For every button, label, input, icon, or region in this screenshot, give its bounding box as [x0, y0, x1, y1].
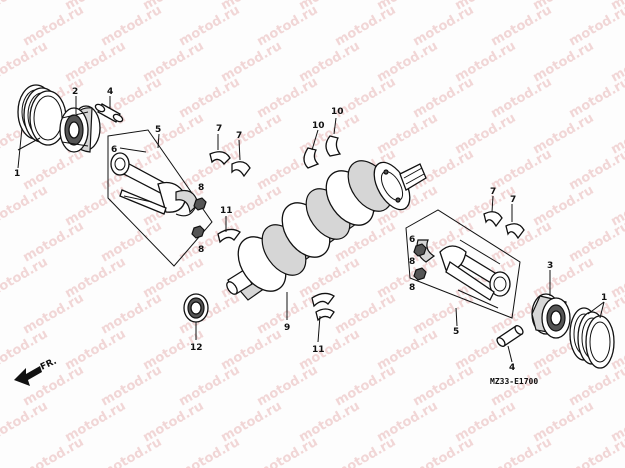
callout-main-bearing-10a: 10 — [312, 121, 325, 131]
piston-rings-left[interactable] — [17, 84, 67, 146]
watermark-text: motod.ru — [255, 363, 321, 410]
callout-nut-right-a: 8 — [409, 257, 415, 267]
watermark-text: motod.ru — [21, 147, 87, 194]
watermark-text: motod.ru — [411, 75, 477, 122]
watermark-text: motod.ru — [333, 435, 399, 468]
watermark-text: motod.ru — [99, 219, 165, 266]
bearing-7a[interactable] — [209, 151, 231, 165]
watermark-text: motod.ru — [177, 363, 243, 410]
nut-left-a[interactable] — [193, 197, 207, 211]
callout-bearing-7c: 7 — [490, 187, 496, 197]
callout-bearing-11-bottom: 11 — [312, 345, 325, 355]
watermark-text: motod.ru — [21, 291, 87, 338]
nut-right-a[interactable] — [413, 243, 427, 257]
nut-left-b[interactable] — [191, 225, 205, 239]
watermark-text: motod.ru — [177, 219, 243, 266]
watermark-text: motod.ru — [411, 435, 477, 468]
conrod-group-left[interactable] — [107, 129, 213, 267]
watermark-text: motod.ru — [255, 3, 321, 50]
callout-bearing-7d: 7 — [510, 195, 516, 205]
watermark-text: motod.ru — [177, 3, 243, 50]
watermark-text: motod.ru — [489, 435, 555, 468]
conrod-group-right[interactable] — [405, 209, 521, 319]
oil-seal[interactable] — [183, 293, 209, 323]
bearing-7b[interactable] — [231, 161, 251, 178]
leader-lines — [17, 96, 605, 363]
bearing-7c[interactable] — [483, 211, 503, 228]
direction-label: FR. — [39, 357, 58, 373]
callout-conrod-group-right: 5 — [453, 327, 459, 337]
bearing-7d[interactable] — [505, 223, 525, 240]
watermark-text: motod.ru — [21, 219, 87, 266]
piston-right[interactable] — [531, 293, 571, 339]
watermark-text: motod.ru — [489, 3, 555, 50]
callout-piston-right: 3 — [547, 261, 553, 271]
watermark-text: motod.ru — [21, 363, 87, 410]
bearing-11-bottom[interactable] — [311, 292, 335, 322]
watermark-text: motod.ru — [567, 3, 625, 50]
watermark-text: motod.ru — [177, 75, 243, 122]
callout-piston-rings-left: 1 — [14, 169, 20, 179]
crankshaft[interactable] — [225, 153, 427, 301]
watermark-text: motod.ru — [333, 3, 399, 50]
callout-main-bearing-10b: 10 — [331, 107, 344, 117]
watermark-text: motod.ru — [21, 3, 87, 50]
watermark-text: motod.ru — [0, 0, 50, 13]
watermark-text: motod.ru — [411, 3, 477, 50]
watermark-text: motod.ru — [99, 3, 165, 50]
main-bearing-10b[interactable] — [325, 135, 342, 157]
callout-oil-seal: 12 — [190, 343, 203, 353]
arrow-left-down-icon — [14, 366, 42, 386]
watermark-text: motod.ru — [255, 75, 321, 122]
main-bearing-10a[interactable] — [303, 147, 320, 169]
piston-pin-right[interactable] — [495, 324, 524, 348]
callout-bearing-7a: 7 — [216, 124, 222, 134]
diagram-code: MZ33-E1700 — [490, 377, 538, 386]
callout-nut-right-b: 8 — [409, 283, 415, 293]
watermark-text: motod.ru — [489, 147, 555, 194]
watermark-text: motod.ru — [411, 291, 477, 338]
piston-rings-right[interactable] — [569, 307, 615, 369]
watermark-text: motod.ru — [99, 291, 165, 338]
callout-bearing-11-left: 11 — [220, 206, 233, 216]
callout-nut-left-a: 8 — [198, 183, 204, 193]
watermark-text: motod.ru — [99, 363, 165, 410]
callout-piston-pin-right: 4 — [509, 363, 515, 373]
watermark-text: motod.ru — [99, 435, 165, 468]
watermark-text: motod.ru — [567, 219, 625, 266]
watermark-text: motod.ru — [333, 291, 399, 338]
watermark-text: motod.ru — [567, 147, 625, 194]
watermark-text: motod.ru — [489, 363, 555, 410]
watermark-text: motod.ru — [489, 219, 555, 266]
callout-piston-left: 2 — [72, 87, 78, 97]
watermark-text: motod.ru — [21, 435, 87, 468]
callout-crankshaft: 9 — [284, 323, 290, 333]
watermark-text: motod.ru — [567, 435, 625, 468]
callout-bolt-left: 6 — [111, 145, 117, 155]
callout-piston-rings-right: 1 — [601, 293, 607, 303]
watermark-text: motod.ru — [489, 75, 555, 122]
watermark-text: motod.ru — [411, 363, 477, 410]
piston-pin-left[interactable] — [94, 103, 124, 123]
nut-right-b[interactable] — [413, 267, 427, 281]
callout-conrod-group-left: 5 — [155, 125, 161, 135]
watermark-text: motod.ru — [567, 363, 625, 410]
callout-bearing-7b: 7 — [236, 131, 242, 141]
callout-piston-pin-left: 4 — [107, 87, 113, 97]
watermark-text: motod.ru — [255, 435, 321, 468]
watermark-text: motod.ru — [567, 75, 625, 122]
watermark-text: motod.ru — [177, 435, 243, 468]
watermark-text: motod.ru — [333, 363, 399, 410]
bearing-11-left[interactable] — [217, 228, 241, 244]
callout-nut-left-b: 8 — [198, 245, 204, 255]
callout-bolt-right: 6 — [409, 235, 415, 245]
piston-left[interactable] — [59, 105, 101, 153]
